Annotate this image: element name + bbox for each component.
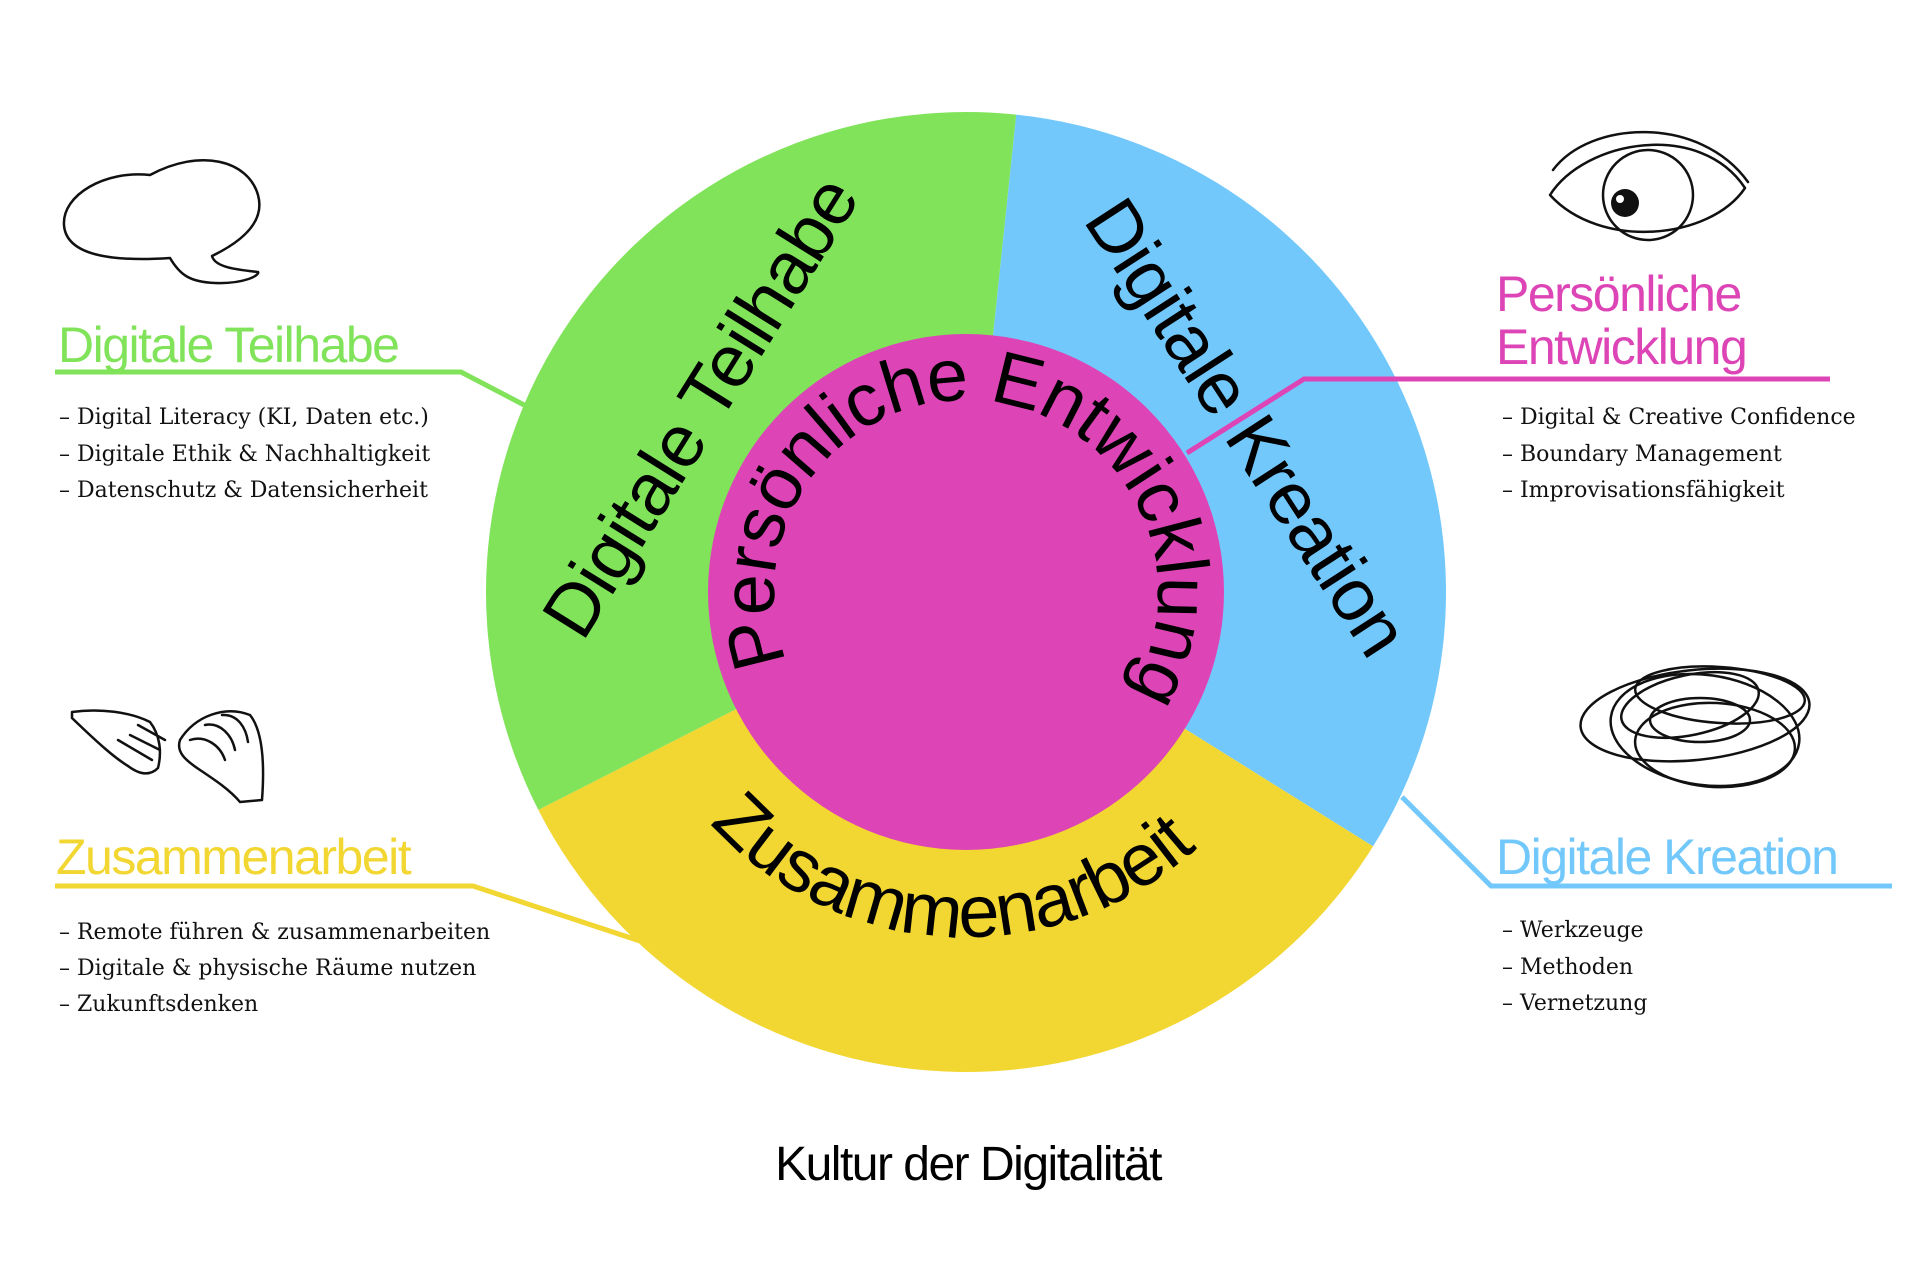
heading-persoenliche-entwicklung-line2: Entwicklung bbox=[1496, 319, 1746, 375]
heading-persoenliche-entwicklung-line1: Persönliche bbox=[1496, 266, 1741, 322]
list-item: – Vernetzung bbox=[1502, 991, 1647, 1016]
connector-zusammenarbeit bbox=[55, 883, 641, 944]
list-item: – Methoden bbox=[1502, 955, 1633, 980]
list-item: – Digitale & physische Räume nutzen bbox=[59, 956, 476, 981]
connector-kreation bbox=[1400, 795, 1892, 889]
heading-digitale-teilhabe: Digitale Teilhabe bbox=[58, 317, 399, 373]
segment-persoenliche-entwicklung bbox=[708, 334, 1224, 850]
connector-teilhabe bbox=[55, 369, 528, 409]
hands-icon bbox=[70, 709, 265, 804]
list-item: – Datenschutz & Datensicherheit bbox=[59, 478, 428, 503]
heading-digitale-kreation: Digitale Kreation bbox=[1496, 829, 1837, 885]
list-item: – Improvisationsfähigkeit bbox=[1502, 478, 1785, 503]
diagram-title: Kultur der Digitalität bbox=[775, 1138, 1162, 1191]
list-item: – Digitale Ethik & Nachhaltigkeit bbox=[59, 442, 430, 467]
list-item: – Digital & Creative Confidence bbox=[1502, 405, 1856, 430]
list-item: – Remote führen & zusammenarbeiten bbox=[59, 920, 490, 945]
speech-bubble-icon bbox=[62, 159, 261, 285]
list-item: – Digital Literacy (KI, Daten etc.) bbox=[59, 405, 429, 430]
scribble-icon bbox=[1579, 665, 1811, 789]
list-item: – Boundary Management bbox=[1502, 442, 1782, 467]
list-item: – Werkzeuge bbox=[1502, 918, 1644, 943]
list-item: – Zukunftsdenken bbox=[59, 992, 258, 1017]
heading-zusammenarbeit: Zusammenarbeit bbox=[56, 829, 412, 885]
eye-icon bbox=[1548, 130, 1750, 242]
connector-entwicklung bbox=[1185, 376, 1830, 456]
